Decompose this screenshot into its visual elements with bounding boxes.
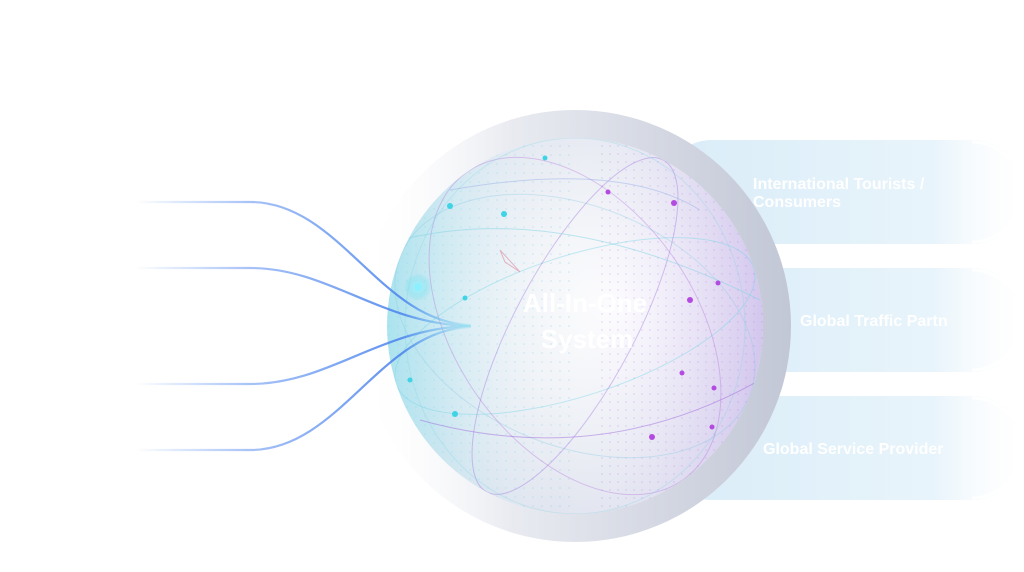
core-title-line1: All-In-One — [523, 288, 647, 318]
target-label-service-provider: Global Service Provider — [763, 441, 944, 458]
stream-line — [133, 200, 472, 327]
globe-sphere — [387, 138, 763, 514]
target-label-tourists-line2: Consumers — [753, 194, 841, 211]
stream-line — [133, 325, 472, 452]
input-streams — [133, 200, 472, 452]
stream-line — [133, 324, 472, 386]
core-title-line2: System — [541, 324, 634, 354]
target-label-traffic-partners: Global Traffic Partn — [800, 313, 948, 330]
target-label-tourists-line1: International Tourists / — [753, 176, 925, 193]
stream-line — [133, 266, 472, 328]
